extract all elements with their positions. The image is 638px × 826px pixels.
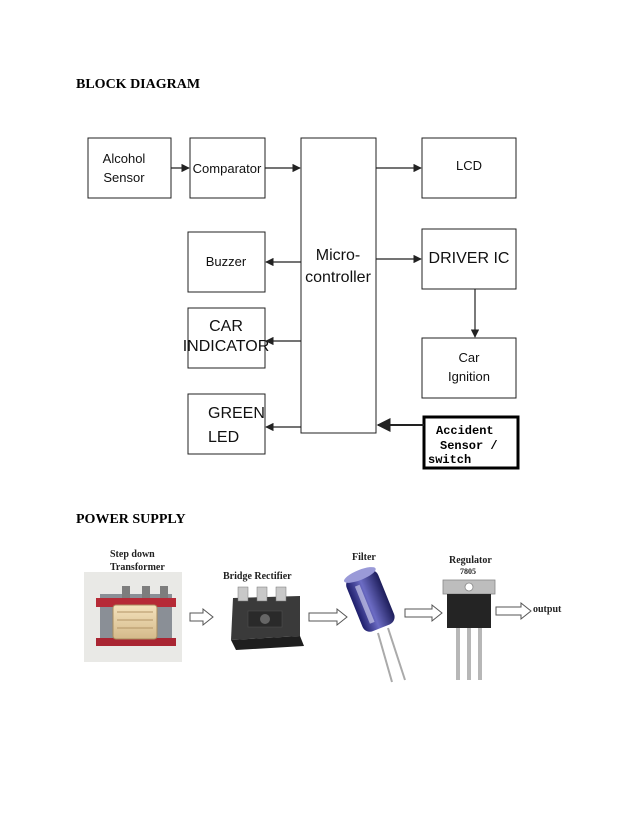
- car-indicator-label-1: CAR: [209, 318, 243, 335]
- regulator-label: Regulator: [449, 555, 492, 566]
- transformer-label-2: Transformer: [110, 562, 165, 573]
- driver-ic-block: DRIVER IC: [421, 228, 517, 290]
- green-led-label-2: LED: [208, 429, 239, 446]
- bridge-rectifier-image: [231, 586, 304, 650]
- accident-sensor-label-1: Accident: [436, 424, 494, 438]
- rectifier-label: Bridge Rectifier: [223, 571, 292, 582]
- comparator-block: Comparator: [189, 137, 266, 199]
- regulator-image: [442, 579, 496, 680]
- transformer-label-1: Step down: [110, 549, 155, 560]
- accident-sensor-block: Accident Sensor / switch: [422, 415, 520, 470]
- driver-ic-label: DRIVER IC: [429, 250, 510, 267]
- microcontroller-label-2: controller: [305, 269, 371, 286]
- accident-sensor-label-2: Sensor /: [440, 439, 498, 453]
- arrow-rectifier-to-filter: [308, 607, 348, 627]
- arrow-regulator-to-output: [495, 601, 532, 621]
- regulator-part-label: 7805: [460, 567, 476, 576]
- block-diagram-heading: BLOCK DIAGRAM: [76, 77, 201, 92]
- power-supply-heading: POWER SUPPLY: [76, 512, 186, 527]
- green-led-label-1: GREEN: [208, 405, 265, 422]
- lcd-label: LCD: [456, 158, 482, 173]
- comparator-label: Comparator: [193, 161, 262, 176]
- capacitor-image: [344, 567, 406, 683]
- buzzer-label: Buzzer: [206, 254, 247, 269]
- buzzer-block: Buzzer: [187, 231, 266, 293]
- lcd-block: LCD: [421, 137, 517, 199]
- filter-label: Filter: [352, 552, 376, 563]
- car-ignition-label-1: Car: [459, 350, 481, 365]
- car-ignition-label-2: Ignition: [448, 369, 490, 384]
- microcontroller-label-1: Micro-: [316, 247, 360, 264]
- output-label: output: [533, 604, 562, 615]
- alcohol-sensor-label-2: Sensor: [103, 170, 145, 185]
- arrow-filter-to-regulator: [404, 603, 443, 623]
- car-indicator-block: CAR INDICATOR: [183, 307, 270, 369]
- microcontroller-block: Micro- controller: [300, 137, 377, 434]
- alcohol-sensor-label-1: Alcohol: [103, 151, 146, 166]
- car-ignition-block: Car Ignition: [421, 337, 517, 399]
- transformer-image: [84, 572, 182, 662]
- accident-sensor-label-3: switch: [428, 453, 471, 467]
- alcohol-sensor-block: Alcohol Sensor: [87, 137, 172, 199]
- car-indicator-label-2: INDICATOR: [183, 338, 270, 355]
- green-led-block: GREEN LED: [187, 393, 266, 455]
- arrow-transformer-to-rectifier: [189, 607, 214, 627]
